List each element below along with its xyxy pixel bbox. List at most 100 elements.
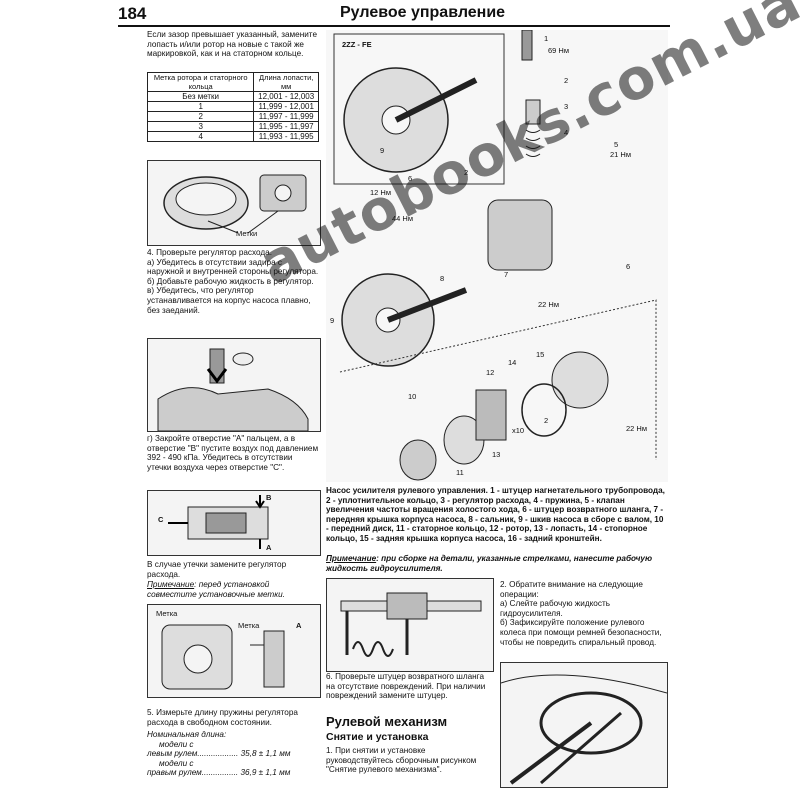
subsection-title: Снятие и установка — [326, 731, 429, 743]
torque-12: 12 Нм — [370, 188, 391, 197]
callout: 11 — [456, 468, 464, 477]
callout: 7 — [504, 270, 509, 279]
pump-exploded-diagram: 2ZZ - FE 69 Нм 21 Нм 12 Нм 44 Нм 22 Нм 2… — [326, 29, 668, 482]
step4b: б) Добавьте рабочую жидкость в регулятор… — [147, 276, 314, 286]
callout: 6 — [626, 262, 631, 271]
alignment-marks-figure: Метка Метка A — [147, 604, 321, 698]
torque-44: 44 Нм — [392, 214, 413, 223]
table-cell: 11,995 - 11,997 — [253, 121, 319, 132]
callout: 2 — [564, 76, 569, 85]
table-cell: 1 — [146, 101, 255, 112]
callout: 2 — [544, 416, 549, 425]
leak-text: В случае утечки замените регулятор расхо… — [147, 560, 287, 579]
torque-22-b: 22 Нм — [626, 424, 647, 433]
section-title: Рулевой механизм — [326, 714, 448, 729]
step4a: а) Убедитесь в отсутствии задира с наруж… — [147, 257, 319, 277]
table-cell: 11,993 - 11,995 — [253, 131, 319, 142]
torque-21: 21 Нм — [610, 150, 631, 159]
nominal-label: Номинальная длина: — [147, 730, 227, 739]
diagram-caption: Насос усилителя рулевого управления. 1 -… — [326, 486, 665, 543]
air-test-figure: B C A — [147, 490, 321, 556]
step2a: а) Слейте рабочую жидкость гидроусилител… — [500, 599, 610, 618]
marks-label: Метки — [236, 229, 258, 238]
callout: 10 — [408, 392, 417, 401]
note-right: Примечание: при сборке на детали, указан… — [326, 554, 666, 573]
callout: 1 — [544, 34, 549, 43]
caliper-figure — [326, 578, 494, 672]
pump-exploded-illustration — [333, 29, 657, 481]
note-label: Примечание — [147, 580, 195, 589]
callout: 3 — [564, 102, 569, 111]
callout: 14 — [508, 358, 517, 367]
mark-label-2: Метка — [238, 621, 260, 630]
table-cell: 11,997 - 11,999 — [253, 111, 319, 122]
right-wheel-value: 36,9 ± 1,1 мм — [240, 768, 291, 778]
page-number: 184 — [118, 4, 147, 23]
rotor-stator-illustration — [163, 174, 307, 234]
step2b: б) Зафиксируйте положение рулевого колес… — [500, 618, 662, 647]
table-cell: Без метки — [146, 91, 255, 102]
regulator-install-figure — [147, 338, 321, 432]
step2-block: 2. Обратите внимание на следующие операц… — [500, 580, 666, 647]
regulator-install-illustration — [157, 348, 309, 431]
hole-c-label: C — [158, 515, 164, 524]
callout: 5 — [614, 140, 619, 149]
left-wheel-label: левым рулем — [147, 749, 198, 759]
caliper-illustration — [340, 592, 482, 657]
mark-a-label: A — [296, 621, 302, 630]
table-cell: 12,001 - 12,003 — [253, 91, 319, 102]
table-header-marks: Метка ротора и статорного кольца — [146, 72, 255, 92]
callout: 2 — [464, 168, 469, 177]
table-header-length: Длина лопасти, мм — [253, 72, 319, 92]
table-cell: 11,999 - 12,001 — [253, 101, 319, 112]
callout: 9 — [380, 146, 385, 155]
callout: 8 — [440, 274, 445, 283]
engine-code: 2ZZ - FE — [342, 40, 372, 49]
callout: 13 — [492, 450, 501, 459]
right-wheel-label: правым рулем — [147, 768, 202, 778]
callout: 6 — [408, 174, 413, 183]
nominal-length: Номинальная длина: модели с левым рулем.… — [147, 730, 319, 778]
note-left: Примечание: перед установкой совместите … — [147, 580, 319, 599]
torque-22-a: 22 Нм — [538, 300, 559, 309]
step4c: в) Убедитесь, что регулятор устанавливае… — [147, 286, 311, 315]
step2: 2. Обратите внимание на следующие операц… — [500, 580, 643, 599]
step4-text: 4. Проверьте регулятор расхода. а) Убеди… — [147, 248, 319, 315]
models-left-label: модели с — [159, 739, 194, 749]
note-label: Примечание — [326, 554, 377, 563]
callout: 4 — [564, 128, 569, 137]
hole-a-label: A — [266, 543, 272, 552]
table-cell: 4 — [146, 131, 255, 142]
callout-x10: х10 — [512, 426, 525, 435]
rotor-marks-figure: Метки — [147, 160, 321, 246]
step4-title: 4. Проверьте регулятор расхода. — [147, 248, 273, 257]
step6: 6. Проверьте штуцер возвратного шланга н… — [326, 672, 486, 701]
steering-wheel-figure — [500, 662, 668, 788]
callout: 15 — [536, 350, 545, 359]
mark-label-1: Метка — [156, 609, 178, 618]
alignment-marks-illustration — [161, 624, 285, 690]
steering-wheel-illustration — [501, 674, 667, 785]
table-cell: 2 — [146, 111, 255, 122]
vane-length-table: Метка ротора и статорного кольца Длина л… — [146, 72, 319, 142]
note-text: : перед установкой совместите установочн… — [147, 580, 285, 599]
intro-text: Если зазор превышает указанный, замените… — [147, 30, 318, 59]
page-title: Рулевое управление — [340, 4, 506, 21]
models-right-label: модели с — [159, 758, 194, 768]
callout: 9 — [330, 316, 335, 325]
step1: 1. При снятии и установке руководствуйте… — [326, 746, 477, 775]
header-rule — [118, 25, 670, 27]
hole-b-label: B — [266, 493, 272, 502]
table-cell: 3 — [146, 121, 255, 132]
note-text: : при сборке на детали, указанные стрелк… — [326, 554, 653, 573]
air-test-illustration — [168, 495, 269, 549]
left-wheel-value: 35,8 ± 1,1 мм — [240, 749, 291, 759]
torque-69: 69 Нм — [548, 46, 569, 55]
step5: 5. Измерьте длину пружины регулятора рас… — [147, 708, 298, 727]
callout: 12 — [486, 368, 495, 377]
step4d: г) Закройте отверстие "А" пальцем, а в о… — [147, 434, 319, 472]
